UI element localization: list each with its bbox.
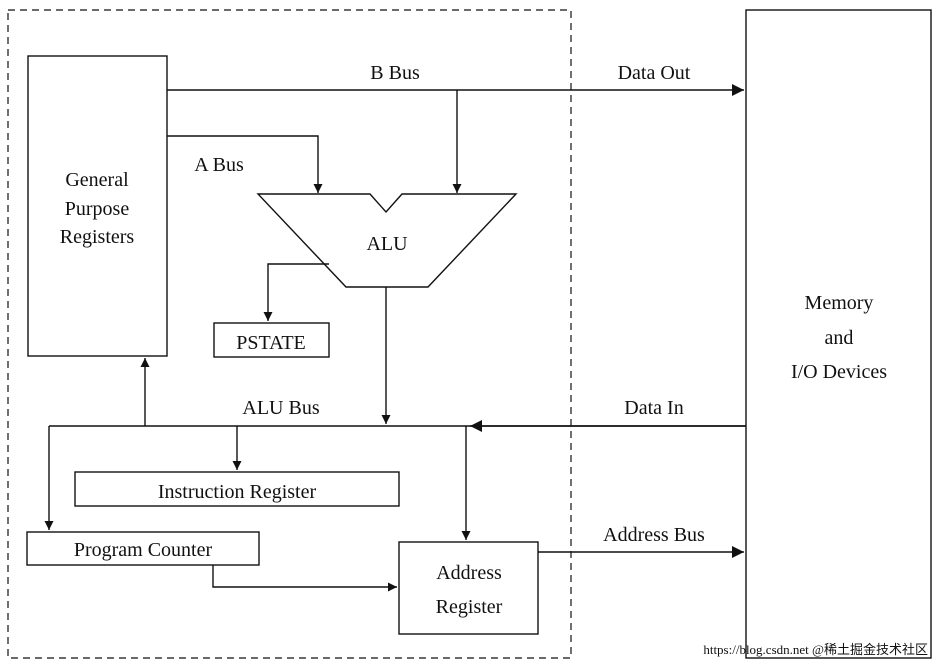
gpr-label-line-2: Purpose xyxy=(65,198,130,220)
address-register-block: Address Register xyxy=(398,541,539,635)
a-bus: A Bus xyxy=(167,135,323,193)
alu-block: ALU xyxy=(256,193,518,288)
program-counter-label: Program Counter xyxy=(74,539,213,561)
alu-bus-label: ALU Bus xyxy=(242,397,319,419)
memory-label-line-1: Memory xyxy=(805,292,874,314)
instruction-register-block: Instruction Register xyxy=(74,471,400,507)
a-bus-label: A Bus xyxy=(194,154,244,176)
data-out-label: Data Out xyxy=(618,62,691,84)
b-bus-label: B Bus xyxy=(370,62,420,84)
instruction-register-label: Instruction Register xyxy=(158,481,317,503)
gpr-label-line-1: General xyxy=(65,169,129,191)
pstate-label: PSTATE xyxy=(236,332,306,354)
address-bus-label: Address Bus xyxy=(603,524,705,546)
address-register-label-line-2: Register xyxy=(436,596,503,618)
memory-label-line-3: I/O Devices xyxy=(791,361,887,383)
pstate-block: PSTATE xyxy=(213,322,330,358)
watermark: https://blog.csdn.net @稀土掘金技术社区 xyxy=(703,642,928,657)
general-purpose-registers-block: General Purpose Registers xyxy=(27,55,168,357)
program-counter-block: Program Counter xyxy=(26,531,260,566)
alu-label: ALU xyxy=(366,233,408,255)
alu-to-pstate-line xyxy=(263,263,329,321)
data-in-label: Data In xyxy=(624,397,683,419)
memory-label-line-2: and xyxy=(825,327,854,349)
address-register-label-line-1: Address xyxy=(436,562,502,584)
pc-to-address-register-line xyxy=(212,565,397,592)
cpu-boundary xyxy=(7,9,572,659)
address-bus: Address Bus xyxy=(538,524,744,558)
b-bus: B Bus Data Out xyxy=(167,62,744,193)
memory-io-block: Memory and I/O Devices xyxy=(745,9,932,659)
gpr-label-line-3: Registers xyxy=(60,226,135,248)
